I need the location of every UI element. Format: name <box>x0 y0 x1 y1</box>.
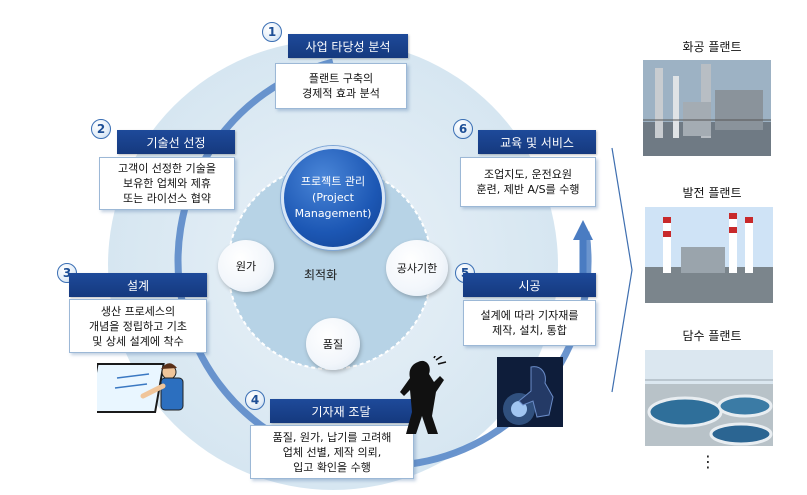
optimization-label: 최적화 <box>304 268 338 282</box>
plant-label-power: 발전 플랜트 <box>682 186 742 200</box>
designer-hair <box>161 363 177 369</box>
designer-illustration <box>97 363 184 413</box>
desc-line: 및 상세 설계에 착수 <box>92 334 184 348</box>
schedule-bubble: 공사기한 <box>386 240 448 296</box>
desc-line: 경제적 효과 분석 <box>302 87 380 100</box>
step-number: 6 <box>453 119 473 139</box>
welder-photo <box>497 357 563 427</box>
worker-silhouette-illustration <box>400 356 447 434</box>
step-title: 기술선 선정 <box>117 130 235 154</box>
plant-label-desalination: 담수 플랜트 <box>682 329 742 343</box>
chemical-plant-photo <box>643 60 771 156</box>
plant-label-chemical: 화공 플랜트 <box>682 40 742 54</box>
welder-figure <box>518 366 554 418</box>
desc-line: 생산 프로세스의 <box>100 304 176 318</box>
tower <box>701 64 711 138</box>
pm-line: 프로젝트 관리 <box>300 175 366 188</box>
chemical-plant-image <box>643 60 771 156</box>
desc-line: 고객이 선정한 기술을 <box>117 162 217 175</box>
step-title: 설계 <box>69 273 207 297</box>
chimney <box>745 217 753 273</box>
desc-line: 개념을 정립하고 기초 <box>88 319 188 333</box>
worker-silhouette <box>400 360 444 434</box>
output-chevron <box>610 140 630 400</box>
chimney-band <box>729 213 737 219</box>
clarifier-tank <box>717 394 773 418</box>
step-description: 조업지도, 운전요원 훈련, 제반 A/S를 수행 <box>460 157 596 207</box>
step-description: 고객이 선정한 기술을 보유한 업체와 제휴 또는 라이선스 협약 <box>99 157 235 210</box>
tower <box>655 68 663 138</box>
sketch-line <box>114 383 148 389</box>
desc-line: 설계에 따라 기자재를 <box>480 309 579 322</box>
step-description: 생산 프로세스의 개념을 정립하고 기초 및 상세 설계에 착수 <box>69 299 207 353</box>
clarifier-tank <box>647 396 723 428</box>
pm-line: Management) <box>294 207 372 220</box>
clarifier-tank <box>709 422 773 446</box>
tower <box>673 76 679 138</box>
step-title: 사업 타당성 분석 <box>288 34 408 58</box>
desc-line: 품질, 원가, 납기를 고려해 <box>272 430 392 444</box>
cost-bubble: 원가 <box>218 240 274 292</box>
motion-lines <box>433 356 447 365</box>
power-plant-image <box>645 207 773 303</box>
project-management-core: 프로젝트 관리 (Project Management) <box>281 146 385 250</box>
step-title: 교육 및 서비스 <box>478 130 596 154</box>
desc-line: 업체 선별, 제작 의뢰, <box>282 445 382 459</box>
desc-line: 훈련, 제반 A/S를 수행 <box>476 183 580 196</box>
step-description: 설계에 따라 기자재를 제작, 설치, 통합 <box>463 300 596 346</box>
chimney <box>729 213 737 273</box>
more-indicator: ⋮ <box>700 452 716 471</box>
step-title: 시공 <box>463 273 596 297</box>
chimney-band <box>663 231 671 237</box>
building <box>681 247 725 273</box>
desc-line: 조업지도, 운전요원 <box>484 168 572 181</box>
step-title: 기자재 조달 <box>270 399 412 423</box>
desc-line: 플랜트 구축의 <box>308 72 374 85</box>
desalination-plant-photo <box>645 350 773 446</box>
designer-shirt <box>160 377 184 411</box>
sketch-line <box>116 373 150 379</box>
desalination-plant-image <box>645 350 773 446</box>
designer-arm <box>140 383 166 399</box>
step-description: 플랜트 구축의 경제적 효과 분석 <box>275 63 407 109</box>
cycle-arrow-head <box>573 220 593 240</box>
power-plant-photo <box>645 207 773 303</box>
desc-line: 또는 라이선스 협약 <box>123 192 211 205</box>
step-number: 1 <box>262 22 282 42</box>
chimney-band <box>663 217 671 223</box>
step-number: 2 <box>91 119 111 139</box>
desc-line: 제작, 설치, 통합 <box>492 324 567 337</box>
chimney-band <box>729 227 737 233</box>
desc-line: 입고 확인을 수행 <box>293 460 371 474</box>
pipe-rack <box>715 90 763 130</box>
pipe-rack <box>683 102 711 136</box>
output-chevron-line <box>611 147 633 393</box>
step-number: 4 <box>245 390 265 410</box>
quality-bubble: 품질 <box>306 318 360 370</box>
pm-line: (Project <box>312 191 354 204</box>
chimney-band <box>745 217 753 223</box>
chimney <box>663 217 671 273</box>
step-description: 품질, 원가, 납기를 고려해 업체 선별, 제작 의뢰, 입고 확인을 수행 <box>250 425 414 479</box>
desc-line: 보유한 업체와 제휴 <box>123 177 211 190</box>
